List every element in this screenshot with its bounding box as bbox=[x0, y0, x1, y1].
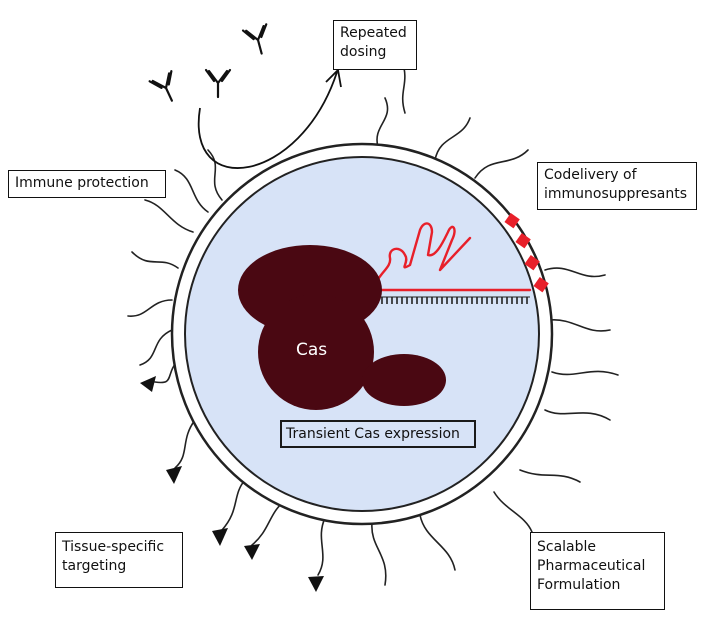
label-line: targeting bbox=[62, 558, 127, 574]
label-line: immunosuppresants bbox=[544, 186, 688, 202]
label-line: Tissue-specific bbox=[62, 539, 165, 555]
cas-label: Cas bbox=[296, 340, 328, 360]
label-line: Formulation bbox=[537, 577, 621, 593]
targeting-ligand-icon bbox=[140, 376, 324, 592]
repeated-dosing-label: Repeated dosing bbox=[333, 20, 417, 70]
scalable-formulation-label: Scalable Pharmaceutical Formulation bbox=[530, 532, 665, 610]
arrow-icon bbox=[197, 71, 338, 169]
immune-protection-label: Immune protection bbox=[8, 170, 166, 198]
label-line: Pharmaceutical bbox=[537, 558, 646, 574]
label-line: Codelivery of bbox=[544, 167, 637, 183]
guide-rna bbox=[363, 222, 532, 302]
label-line: dosing bbox=[340, 44, 387, 60]
label-line: Repeated bbox=[340, 25, 407, 41]
label-line: Scalable bbox=[537, 539, 597, 555]
cas-protein bbox=[238, 245, 446, 410]
antibody-icon bbox=[148, 23, 268, 102]
polymer-tails bbox=[127, 59, 619, 586]
transient-expression-label: Transient Cas expression bbox=[280, 420, 476, 448]
immunosuppressant-markers bbox=[504, 213, 549, 293]
arrow-head bbox=[325, 68, 342, 88]
tissue-targeting-label: Tissue-specific targeting bbox=[55, 532, 183, 588]
codelivery-label: Codelivery of immunosuppresants bbox=[537, 162, 697, 210]
dna-base-ticks bbox=[371, 297, 528, 304]
